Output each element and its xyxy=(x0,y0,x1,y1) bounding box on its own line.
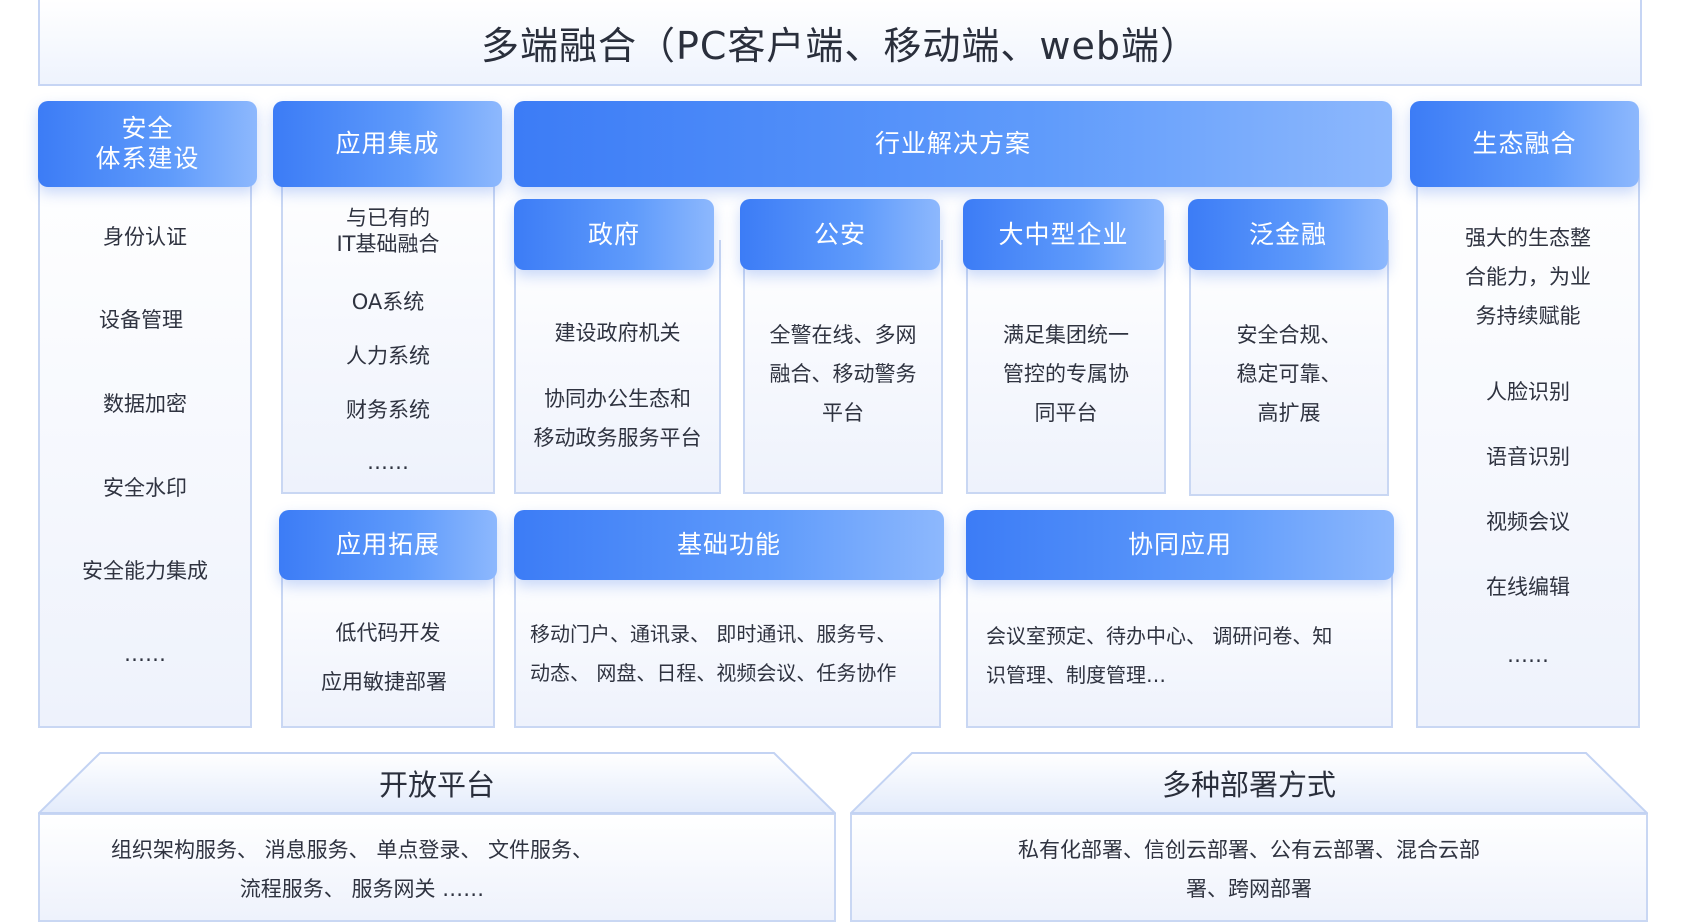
finance-line: 高扩展 xyxy=(1257,401,1321,425)
enterprise-text: 满足集团统一 管控的专属协 同平台 xyxy=(966,316,1166,433)
gov-text: 移动政务服务平台 xyxy=(533,426,702,450)
app-integration-item: 财务系统 xyxy=(346,398,430,422)
police-line: 融合、移动警务 xyxy=(769,362,917,386)
ecosystem-item: …… xyxy=(1507,643,1549,667)
gov-header: 政府 xyxy=(514,199,714,270)
finance-header: 泛金融 xyxy=(1188,199,1388,270)
ecosystem-column xyxy=(1416,150,1640,728)
ecosystem-intro-line: 务持续赋能 xyxy=(1475,304,1581,328)
basic-functions-line: 移动门户、通讯录、 即时通讯、服务号、 xyxy=(530,622,897,646)
open-platform-line: 组织架构服务、 消息服务、 单点登录、 文件服务、 xyxy=(110,838,594,862)
finance-card xyxy=(1189,240,1389,496)
industry-title: 行业解决方案 xyxy=(874,129,1031,158)
security-item: 身份认证 xyxy=(103,225,187,249)
security-item: 数据加密 xyxy=(103,392,187,416)
security-item: …… xyxy=(124,642,166,666)
ecosystem-item: 语音识别 xyxy=(1486,445,1570,469)
industry-header: 行业解决方案 xyxy=(514,101,1392,187)
enterprise-title: 大中型企业 xyxy=(998,219,1129,249)
gov-text: 协同办公生态和 xyxy=(544,387,691,411)
collab-apps-line: 会议室预定、待办中心、 调研问卷、知 xyxy=(986,624,1333,648)
security-item: 设备管理 xyxy=(99,308,183,332)
security-header: 安全 体系建设 xyxy=(38,101,257,187)
finance-line: 稳定可靠、 xyxy=(1236,362,1342,386)
gov-title: 政府 xyxy=(587,219,640,249)
app-integration-card xyxy=(281,150,495,494)
open-platform-body: 组织架构服务、 消息服务、 单点登录、 文件服务、 流程服务、 服务网关 …… xyxy=(38,814,836,922)
gov-card xyxy=(514,240,721,494)
open-platform-header: 开放平台 xyxy=(38,752,836,814)
app-extension-item: 应用敏捷部署 xyxy=(321,670,447,694)
deployment-body: 私有化部署、信创云部署、公有云部署、混合云部 署、跨网部署 xyxy=(850,814,1648,922)
app-integration-item: 人力系统 xyxy=(346,344,430,368)
collab-apps-card xyxy=(966,556,1393,728)
app-integration-title: 应用集成 xyxy=(335,129,440,158)
deployment-title: 多种部署方式 xyxy=(1161,768,1336,802)
app-integration-item: …… xyxy=(367,450,409,474)
collab-apps-line: 识管理、制度管理… xyxy=(986,663,1166,687)
police-header: 公安 xyxy=(740,199,940,270)
finance-text: 安全合规、 稳定可靠、 高扩展 xyxy=(1189,316,1389,433)
enterprise-line: 同平台 xyxy=(1034,401,1098,425)
open-platform-trapezoid xyxy=(38,752,836,814)
basic-functions-header: 基础功能 xyxy=(514,510,944,580)
police-title: 公安 xyxy=(813,219,866,249)
app-extension-item: 低代码开发 xyxy=(335,621,441,645)
enterprise-line: 满足集团统一 xyxy=(1003,323,1129,347)
app-extension-title: 应用拓展 xyxy=(335,530,440,559)
basic-functions-line: 动态、 网盘、日程、视频会议、任务协作 xyxy=(530,661,897,685)
finance-title: 泛金融 xyxy=(1248,219,1327,249)
deployment-line: 私有化部署、信创云部署、公有云部署、混合云部 xyxy=(1018,838,1480,862)
open-platform-line: 流程服务、 服务网关 …… xyxy=(239,877,485,901)
police-card xyxy=(743,240,943,494)
finance-line: 安全合规、 xyxy=(1236,323,1342,347)
enterprise-header: 大中型企业 xyxy=(963,199,1164,270)
security-item: 安全能力集成 xyxy=(82,559,208,583)
app-integration-item: OA系统 xyxy=(351,290,425,314)
security-title: 安全 体系建设 xyxy=(95,114,200,173)
app-extension-header: 应用拓展 xyxy=(279,510,497,580)
enterprise-card xyxy=(966,240,1166,494)
deployment-trapezoid xyxy=(850,752,1648,814)
enterprise-line: 管控的专属协 xyxy=(1003,362,1129,386)
deployment-line: 署、跨网部署 xyxy=(1186,877,1312,901)
police-line: 全警在线、多网 xyxy=(769,323,917,347)
collab-apps-text: 会议室预定、待办中心、 调研问卷、知 识管理、制度管理… xyxy=(986,617,1386,695)
ecosystem-header: 生态融合 xyxy=(1410,101,1639,187)
deployment-header: 多种部署方式 xyxy=(850,752,1648,814)
ecosystem-intro-line: 强大的生态整 xyxy=(1465,226,1591,250)
gov-text: 建设政府机关 xyxy=(554,321,681,345)
app-integration-item: 与已有的 IT基础融合 xyxy=(336,206,440,256)
police-line: 平台 xyxy=(822,401,864,425)
ecosystem-intro: 强大的生态整 合能力，为业 务持续赋能 xyxy=(1416,219,1640,336)
ecosystem-item: 在线编辑 xyxy=(1486,575,1570,599)
app-extension-card xyxy=(281,556,495,728)
ecosystem-title: 生态融合 xyxy=(1472,129,1577,158)
collab-apps-header: 协同应用 xyxy=(966,510,1394,580)
ecosystem-intro-line: 合能力，为业 xyxy=(1465,265,1591,289)
top-banner-title: 多端融合（PC客户端、移动端、web端） xyxy=(480,23,1200,68)
basic-functions-text: 移动门户、通讯录、 即时通讯、服务号、 动态、 网盘、日程、视频会议、任务协作 xyxy=(530,615,941,693)
police-text: 全警在线、多网 融合、移动警务 平台 xyxy=(743,316,943,433)
ecosystem-item: 人脸识别 xyxy=(1486,380,1570,404)
security-item: 安全水印 xyxy=(103,476,187,500)
basic-functions-title: 基础功能 xyxy=(676,530,781,559)
collab-apps-title: 协同应用 xyxy=(1127,530,1232,559)
basic-functions-card xyxy=(514,556,941,728)
security-column xyxy=(38,150,252,728)
top-banner: 多端融合（PC客户端、移动端、web端） xyxy=(38,0,1642,86)
ecosystem-item: 视频会议 xyxy=(1486,510,1570,534)
open-platform-title: 开放平台 xyxy=(378,768,495,802)
app-integration-header: 应用集成 xyxy=(273,101,502,187)
